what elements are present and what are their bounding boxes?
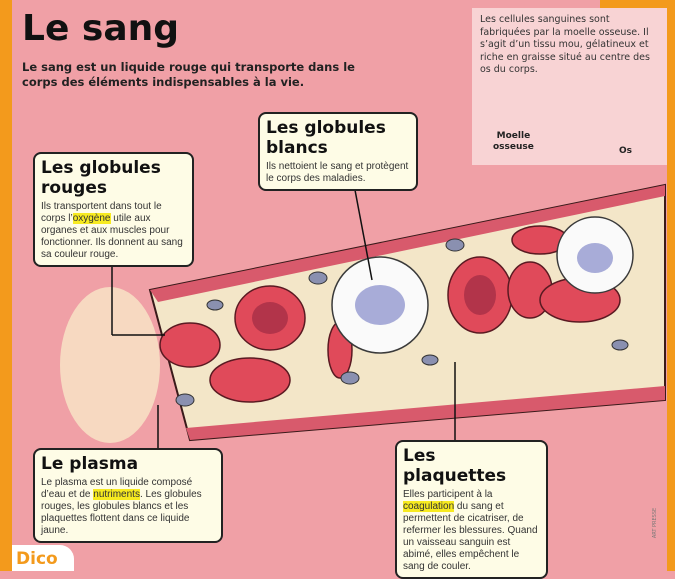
marrow-label-line1: Moelle [496, 131, 531, 141]
white-cell-nuclei [355, 243, 613, 325]
plasma-title: Le plasma [41, 454, 139, 474]
text-part: Elles participent à la [403, 489, 493, 500]
frame-top [600, 0, 675, 8]
text-part: du sang et permettent de cicatriser, de … [403, 501, 538, 572]
platelets-box: Les plaquettes Elles participent à la co… [395, 440, 548, 579]
white-cells-box: Les globules blancs Ils nettoient le san… [258, 112, 418, 191]
marrow-label-line2: osseuse [493, 142, 534, 152]
credit: ART PRESSE [652, 507, 659, 539]
platelets-text: Elles participent à la coagulation du sa… [403, 489, 540, 573]
vessel-opening [60, 287, 160, 443]
dico-tab[interactable]: Dico [12, 545, 74, 571]
platelets-title: Les plaquettes [403, 446, 507, 486]
text-part: Le plasma est un liquide composé d’eau e… [41, 477, 193, 500]
page-subtitle: Le sang est un liquide rouge qui transpo… [22, 60, 355, 89]
frame-right [667, 0, 675, 571]
page-title: Le sang [22, 8, 180, 49]
vessel-wall-top [150, 185, 665, 302]
vessel-wall-bottom [186, 386, 665, 440]
highlight-term: coagulation [403, 501, 455, 512]
red-cells-text: Ils transportent dans tout le corps l’ox… [41, 201, 186, 261]
plasma-text: Le plasma est un liquide composé d’eau e… [41, 477, 215, 537]
plasma-box: Le plasma Le plasma est un liquide compo… [33, 448, 223, 543]
frame-left [0, 0, 12, 571]
red-cells-title: Les globules rouges [41, 158, 161, 198]
highlight-term: oxygène [72, 213, 111, 224]
white-cells-text: Ils nettoient le sang et protègent le co… [266, 161, 409, 184]
bone-label: Os [619, 146, 633, 156]
inset-text: Les cellules sanguines sont fabriquées p… [480, 14, 650, 75]
highlight-term: nutriments [93, 489, 140, 500]
platelets [175, 238, 629, 407]
bone-marrow-inset: Les cellules sanguines sont fabriquées p… [472, 8, 667, 165]
marrow-label: Moelle osseuse [493, 131, 534, 153]
red-cell-centers [252, 275, 496, 334]
text-part: utile aux organes et aux muscles pour fo… [41, 213, 183, 260]
white-cells-title: Les globules blancs [266, 118, 386, 158]
red-cells-box: Les globules rouges Ils transportent dan… [33, 152, 194, 267]
text-part: Ils transportent dans tout le corps l’ [41, 201, 162, 224]
text-part: . Les globules rouges, les globules blan… [41, 489, 202, 536]
